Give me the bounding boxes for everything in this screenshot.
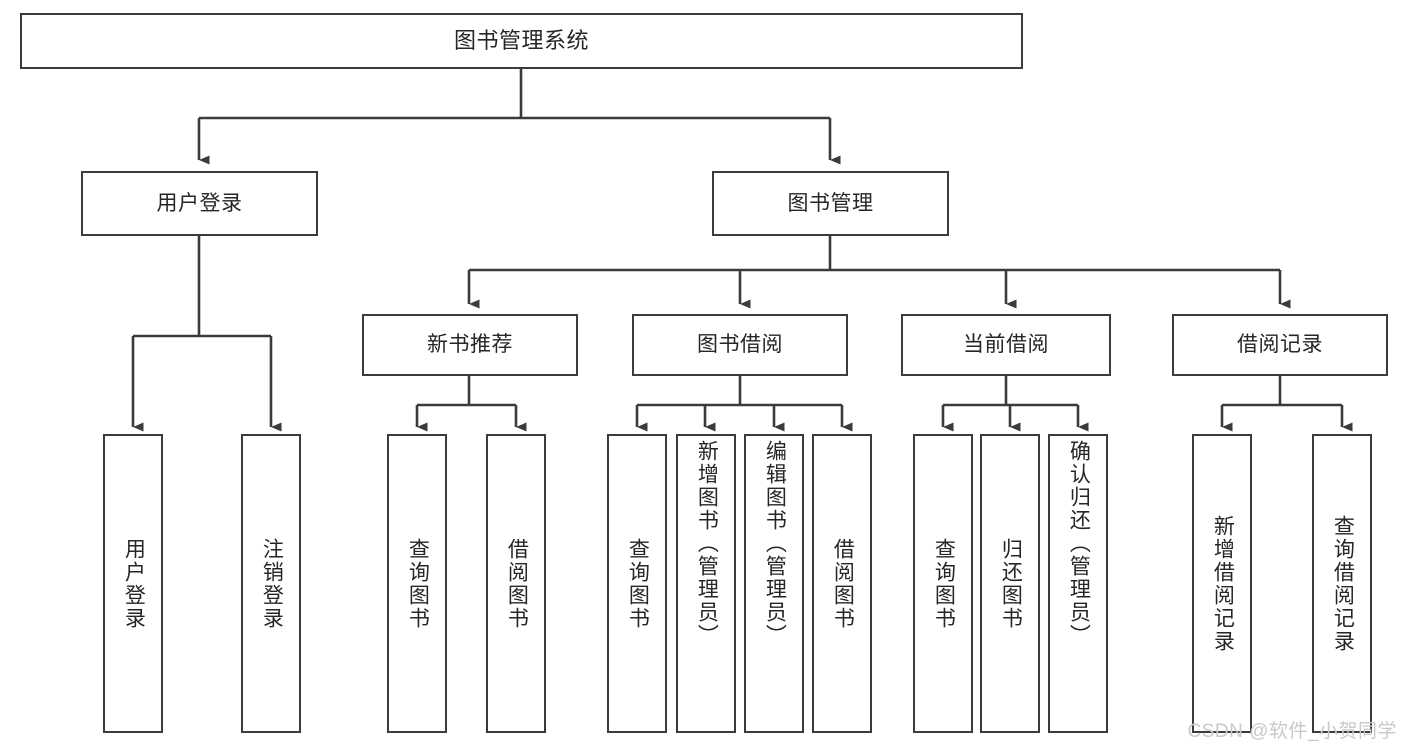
node-label: 新书推荐 — [427, 333, 513, 357]
node-label: 查询图书 — [626, 537, 650, 630]
node-book-borrow[interactable]: 图书借阅 — [632, 314, 848, 376]
node-borrow-record[interactable]: 借阅记录 — [1172, 314, 1388, 376]
node-label: 当前借阅 — [963, 333, 1049, 357]
leaf-return-book[interactable]: 归还图书 — [980, 434, 1040, 733]
node-book-management[interactable]: 图书管理 — [712, 171, 949, 236]
node-label: 借阅图书 — [831, 537, 855, 630]
node-label: 用户登录 — [156, 191, 243, 215]
leaf-user-login[interactable]: 用户登录 — [103, 434, 163, 733]
node-label: 图书管理 — [787, 191, 874, 215]
node-label: 借阅记录 — [1237, 333, 1323, 357]
node-label: 注销登录 — [260, 537, 284, 630]
leaf-query-book-current[interactable]: 查询图书 — [913, 434, 973, 733]
node-label: 图书管理系统 — [453, 27, 589, 53]
node-label: 借阅图书 — [505, 537, 529, 630]
leaf-query-borrow-record[interactable]: 查询借阅记录 — [1312, 434, 1372, 733]
leaf-edit-book-admin[interactable]: 编辑图书（管理员） — [744, 434, 804, 733]
node-label: 新增图书（管理员） — [695, 440, 719, 647]
node-label: 查询图书 — [406, 537, 430, 630]
node-root-book-management-system[interactable]: 图书管理系统 — [20, 13, 1023, 69]
leaf-query-book-recommend[interactable]: 查询图书 — [387, 434, 447, 733]
leaf-add-book-admin[interactable]: 新增图书（管理员） — [676, 434, 736, 733]
leaf-logout[interactable]: 注销登录 — [241, 434, 301, 733]
node-label: 新增借阅记录 — [1211, 514, 1235, 653]
node-label: 查询图书 — [932, 537, 956, 630]
node-label: 归还图书 — [999, 537, 1023, 630]
node-label: 用户登录 — [122, 537, 146, 630]
watermark: CSDN @软件_小贺同学 — [1187, 721, 1397, 742]
leaf-borrow-book[interactable]: 借阅图书 — [812, 434, 872, 733]
node-user-login[interactable]: 用户登录 — [81, 171, 318, 236]
leaf-borrow-book-recommend[interactable]: 借阅图书 — [486, 434, 546, 733]
node-label: 确认归还（管理员） — [1067, 440, 1091, 647]
leaf-confirm-return-admin[interactable]: 确认归还（管理员） — [1048, 434, 1108, 733]
node-label: 图书借阅 — [697, 333, 783, 357]
node-label: 查询借阅记录 — [1331, 514, 1355, 653]
leaf-query-book-borrow[interactable]: 查询图书 — [607, 434, 667, 733]
node-new-book-recommend[interactable]: 新书推荐 — [362, 314, 578, 376]
node-current-borrow[interactable]: 当前借阅 — [901, 314, 1111, 376]
leaf-add-borrow-record[interactable]: 新增借阅记录 — [1192, 434, 1252, 733]
node-label: 编辑图书（管理员） — [763, 440, 787, 647]
